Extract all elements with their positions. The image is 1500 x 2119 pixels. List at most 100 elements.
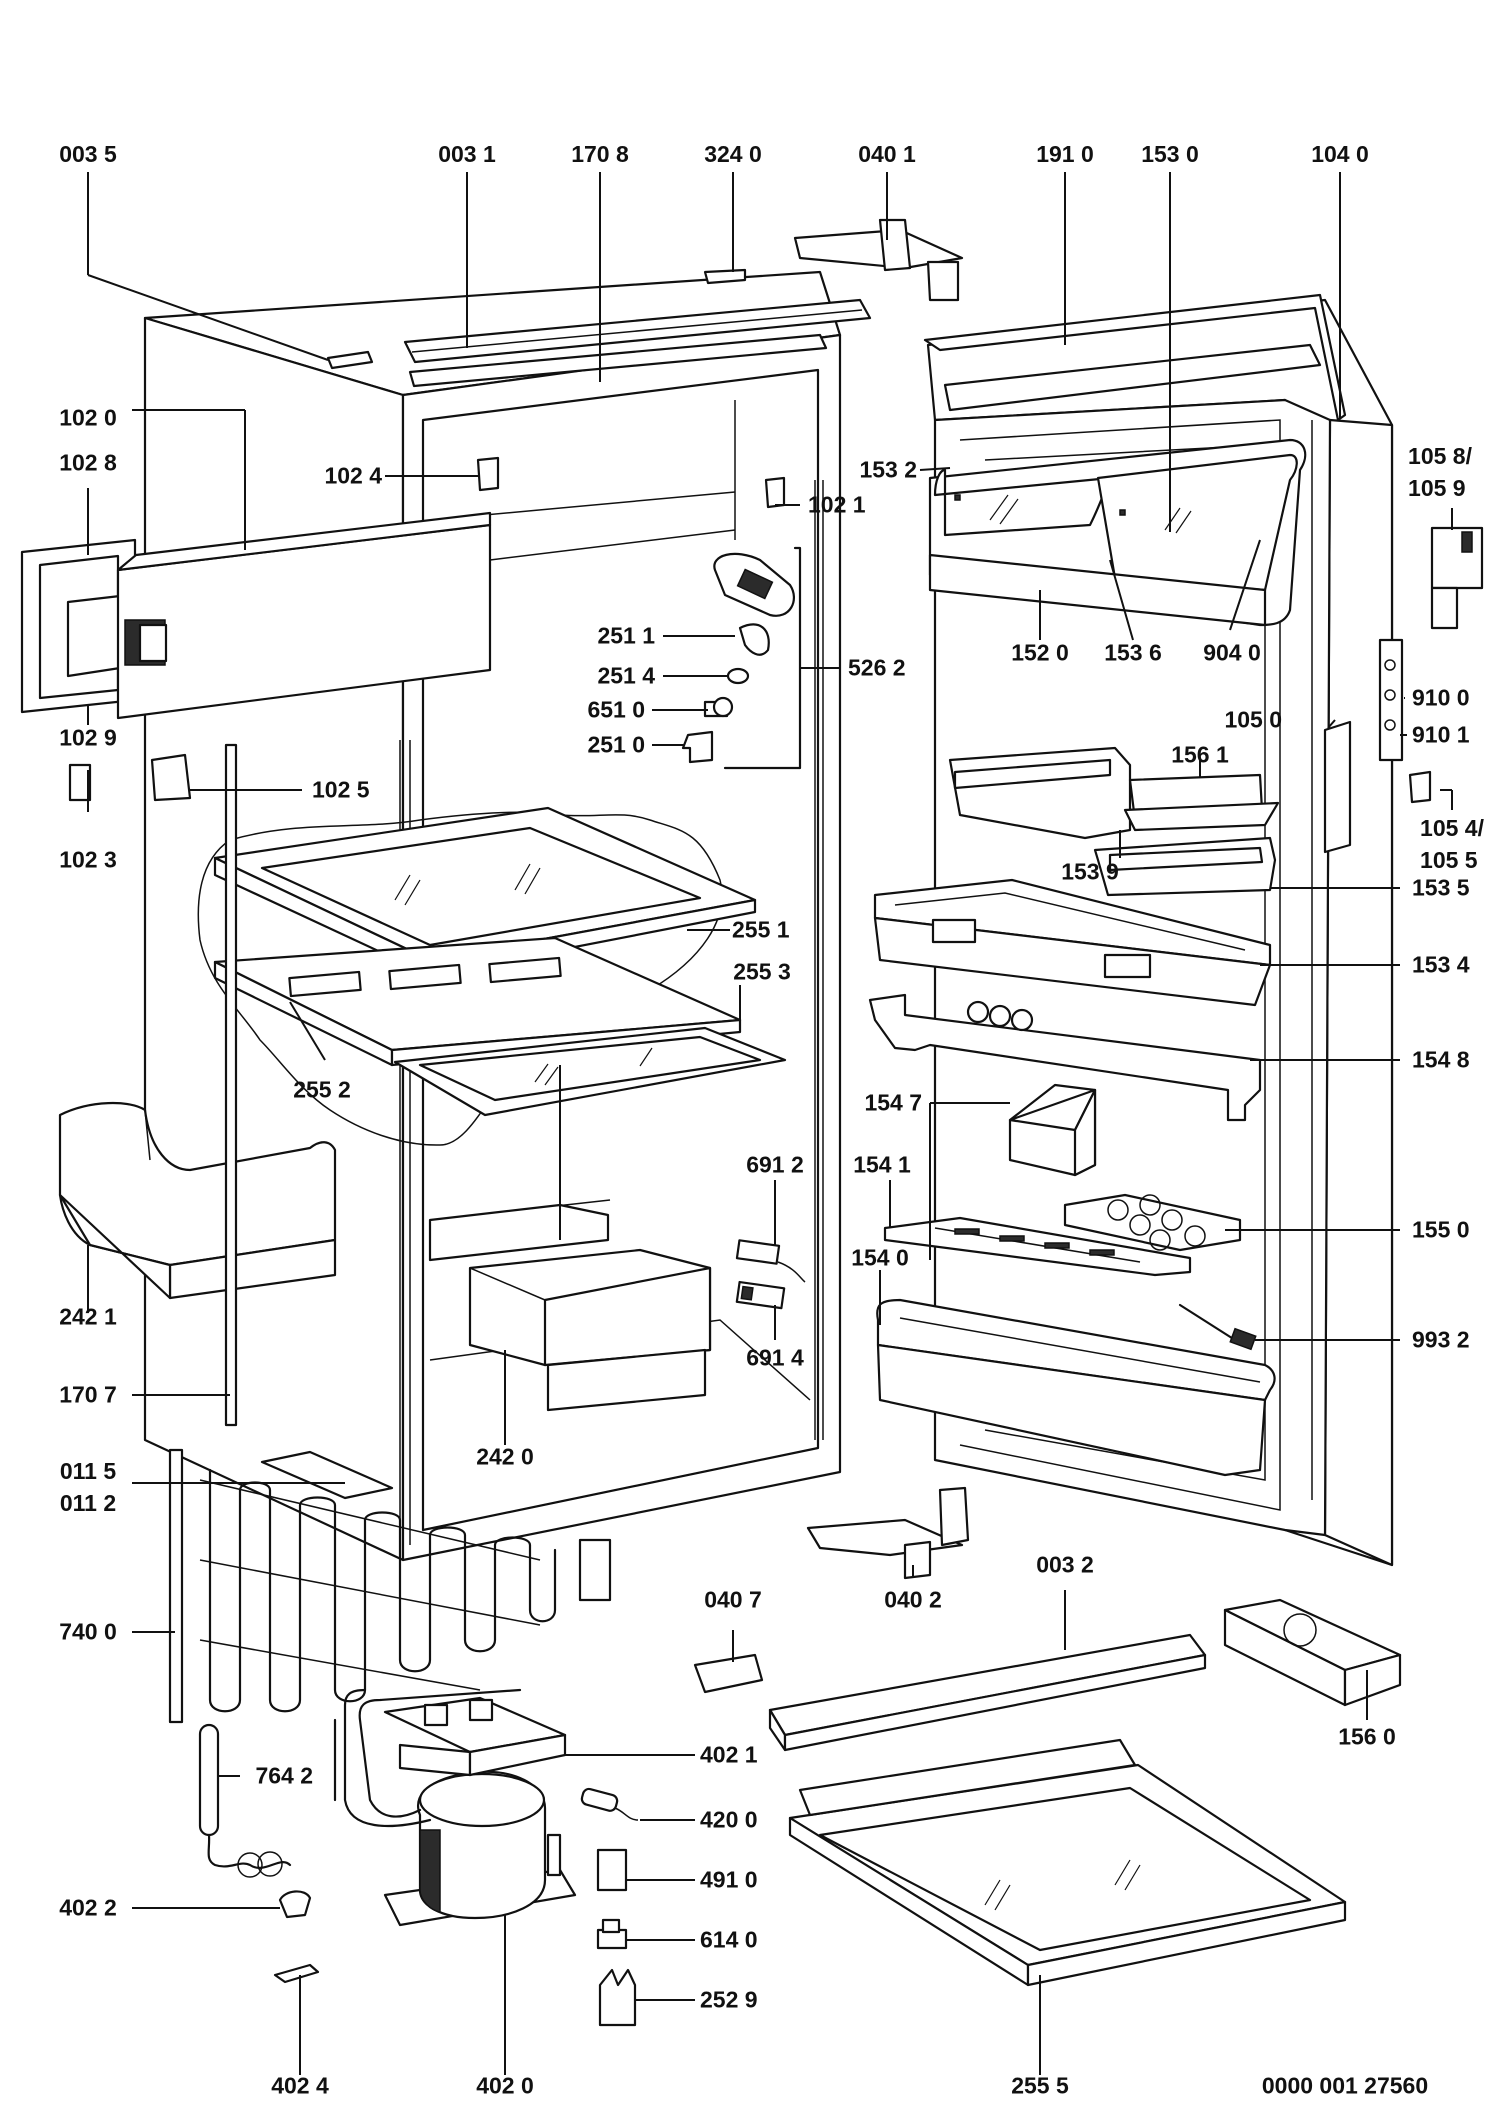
part-label-6912: 691 2 xyxy=(746,1151,804,1178)
egg-rack xyxy=(1063,1193,1242,1252)
lamp-cover xyxy=(738,623,770,656)
part-label-1540: 154 0 xyxy=(851,1244,909,1271)
hinge-pin-1054 xyxy=(1408,770,1432,804)
clip-4024 xyxy=(273,1963,320,1984)
part-label-7400: 740 0 xyxy=(59,1618,117,1645)
connector-6914 xyxy=(735,1280,786,1310)
part-label-1535: 153 5 xyxy=(1412,874,1470,901)
part-label-2420: 242 0 xyxy=(476,1443,534,1470)
clip-1023 xyxy=(68,763,92,802)
discharge-tube xyxy=(343,1688,432,1828)
part-label-5262: 526 2 xyxy=(848,654,906,681)
part-label-1560: 156 0 xyxy=(1338,1723,1396,1750)
part-label-2514: 251 4 xyxy=(597,662,655,689)
part-label-1536: 153 6 xyxy=(1104,639,1162,666)
part-label-4021: 402 1 xyxy=(700,1741,758,1768)
lamp-gasket xyxy=(726,667,750,685)
document-number: 0000 001 27560 xyxy=(1261,2072,1429,2099)
sensor-9932 xyxy=(1178,1303,1257,1351)
part-label-1020: 102 0 xyxy=(59,404,117,431)
part-label-2511: 251 1 xyxy=(597,622,655,649)
part-label-0031: 003 1 xyxy=(438,141,496,167)
part-label-1058-1059: 105 8/ 105 9 xyxy=(1408,443,1472,502)
part-label-0035: 003 5 xyxy=(59,141,117,167)
lower-hinge xyxy=(806,1486,970,1580)
condenser xyxy=(168,1448,612,1724)
leader-lines xyxy=(87,172,1453,2075)
bulb xyxy=(703,696,734,718)
part-label-6510: 651 0 xyxy=(587,696,645,723)
door-shelf-1534 xyxy=(873,878,1272,1007)
part-label-2553: 255 3 xyxy=(733,958,791,985)
part-label-2421: 242 1 xyxy=(59,1303,117,1330)
part-label-2510: 251 0 xyxy=(587,731,645,758)
door-seal-strip xyxy=(1323,720,1352,854)
cover-4910 xyxy=(596,1848,628,1892)
part-label-1708: 170 8 xyxy=(571,141,629,167)
part-label-0407: 040 7 xyxy=(704,1586,762,1613)
door-bin-2421 xyxy=(58,1102,337,1300)
part-label-1021: 102 1 xyxy=(808,491,866,518)
bracket-526 xyxy=(723,546,802,770)
part-label-1547: 154 7 xyxy=(864,1089,922,1116)
ice-cube-tray xyxy=(1223,1598,1402,1707)
part-label-1534: 153 4 xyxy=(1412,951,1470,978)
glass-shelf-2555 xyxy=(788,1738,1347,1987)
capillary-sensor xyxy=(198,1723,292,1878)
door-shelf-1548 xyxy=(868,993,1262,1122)
top-clip-left xyxy=(326,350,374,370)
part-label-1054-1055: 105 4/ 105 5 xyxy=(1420,815,1484,874)
bottle-shelf-1540 xyxy=(876,1298,1276,1477)
part-label-7642: 764 2 xyxy=(255,1762,313,1789)
part-label-4022: 402 2 xyxy=(59,1894,117,1921)
clamp-6140 xyxy=(596,1918,628,1950)
door-control-910 xyxy=(1378,638,1404,762)
door-hinge-1058 xyxy=(1430,526,1484,630)
cover-plate-0407 xyxy=(693,1653,764,1694)
part-label-4024: 402 4 xyxy=(271,2072,329,2099)
part-label-1050: 105 0 xyxy=(1224,706,1282,733)
part-label-0402: 040 2 xyxy=(884,1586,942,1613)
sensor-6912 xyxy=(735,1239,781,1265)
drain-pipe xyxy=(224,743,238,1427)
part-label-1023: 102 3 xyxy=(59,846,117,873)
compressor-mount xyxy=(383,1696,567,1777)
part-label-2529: 252 9 xyxy=(700,1986,758,2013)
bottle-rack-1541 xyxy=(883,1216,1192,1277)
part-label-9932: 993 2 xyxy=(1412,1326,1470,1353)
lamp-housing xyxy=(713,552,796,617)
top-channel xyxy=(403,298,872,388)
egg-tray-1535 xyxy=(1093,836,1277,897)
evaporator-door-assembly xyxy=(20,511,492,720)
relay-4200 xyxy=(580,1787,639,1821)
part-label-1707: 170 7 xyxy=(59,1381,117,1408)
part-label-1029: 102 9 xyxy=(59,724,117,751)
butter-dish xyxy=(948,746,1280,840)
side-clip xyxy=(764,476,786,509)
part-label-0115-0112: 011 5 011 2 xyxy=(59,1458,117,1517)
suction-tube xyxy=(358,1688,522,1818)
part-label-3240: 324 0 xyxy=(704,141,762,167)
compressor xyxy=(383,1770,577,1927)
part-label-1520: 152 0 xyxy=(1011,639,1069,666)
door-box-1547 xyxy=(1008,1083,1097,1177)
glass-shelf-2553 xyxy=(393,1026,787,1117)
part-label-6140: 614 0 xyxy=(700,1926,758,1953)
glass-shelf-2551 xyxy=(213,806,757,977)
part-label-4200: 420 0 xyxy=(700,1806,758,1833)
thermostat-knob xyxy=(681,730,714,764)
grommet-4022 xyxy=(278,1890,312,1919)
part-label-2555: 255 5 xyxy=(1011,2072,1069,2099)
top-clip xyxy=(703,268,747,285)
cover-rail-0032 xyxy=(768,1633,1207,1752)
plug-2529 xyxy=(598,1968,637,2027)
part-label-1548: 154 8 xyxy=(1412,1046,1470,1073)
part-label-9040: 904 0 xyxy=(1203,639,1261,666)
part-label-0401: 040 1 xyxy=(858,141,916,167)
crisper-drawer-2420 xyxy=(428,1203,712,1412)
part-label-1561: 156 1 xyxy=(1171,741,1229,768)
part-label-0032: 003 2 xyxy=(1036,1551,1094,1578)
part-label-9100: 910 0 xyxy=(1412,684,1470,711)
part-label-1530: 153 0 xyxy=(1141,141,1199,167)
